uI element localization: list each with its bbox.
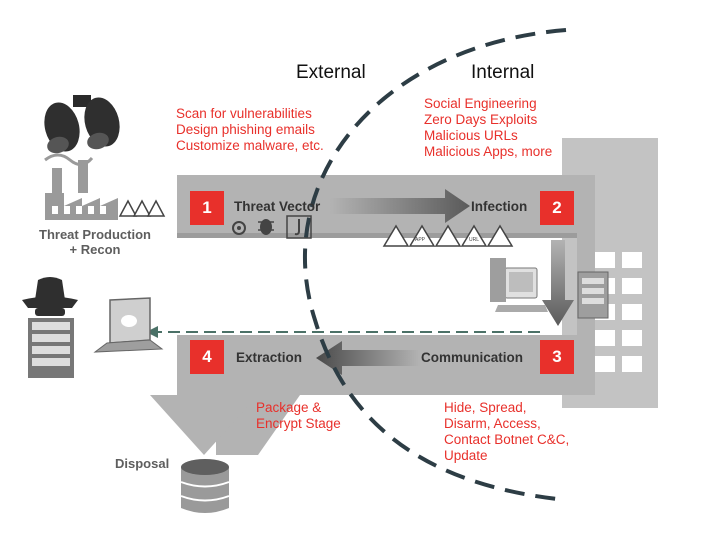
internal-note: Malicious URLs <box>424 128 518 143</box>
zone-internal-label: Internal <box>471 62 535 83</box>
external-note: Customize malware, etc. <box>176 138 324 153</box>
communication-note: Disarm, Access, <box>444 416 541 431</box>
arrow-infection-to-communication <box>542 240 574 326</box>
database-icon <box>180 459 230 513</box>
exfiltration-dashed-arrow <box>146 326 540 338</box>
communication-note: Update <box>444 448 488 463</box>
threat-production-line: + Recon <box>69 242 121 257</box>
package-notes: Package & Encrypt Stage <box>256 400 341 432</box>
hacker-server-icon <box>22 277 78 378</box>
exploit-warning-icons <box>382 224 514 247</box>
infected-computer-icon <box>490 258 548 312</box>
internal-note: Zero Days Exploits <box>424 112 538 127</box>
stage-4-label: Extraction <box>236 350 303 365</box>
stage-1-label: Threat Vector <box>234 199 321 214</box>
binoculars-icon <box>44 95 120 154</box>
external-notes: Scan for vulnerabilities Design phishing… <box>176 106 324 154</box>
internal-notes: Social Engineering Zero Days Exploits Ma… <box>424 96 552 160</box>
laptop-icon <box>93 297 164 353</box>
package-note: Package & <box>256 400 322 415</box>
biohazard-icon <box>232 221 246 235</box>
external-note: Design phishing emails <box>176 122 315 137</box>
internal-note: Social Engineering <box>424 96 537 111</box>
package-note: Encrypt Stage <box>256 416 341 431</box>
threat-production-label: Threat Production + Recon <box>30 227 160 257</box>
threat-production-line: Threat Production <box>39 227 151 242</box>
warning-label-app: APP <box>415 237 426 243</box>
stage-4-badge: 4 <box>190 340 224 374</box>
infected-server-icon <box>577 271 609 319</box>
communication-note: Contact Botnet C&C, <box>444 432 570 447</box>
communication-note: Hide, Spread, <box>444 400 527 415</box>
communication-notes: Hide, Spread, Disarm, Access, Contact Bo… <box>444 400 569 464</box>
warning-label-url: URL <box>469 237 480 243</box>
internal-note: Malicious Apps, more <box>424 144 553 159</box>
external-note: Scan for vulnerabilities <box>176 106 312 121</box>
warning-sign-icons <box>118 199 166 217</box>
zone-external-label: External <box>296 62 366 83</box>
bug-icon <box>258 219 274 235</box>
stage-2-label: Infection <box>471 199 528 214</box>
stage-1-badge: 1 <box>190 191 224 225</box>
disposal-label: Disposal <box>115 456 170 471</box>
factory-icon <box>44 153 118 220</box>
stage-3-label: Communication <box>421 350 524 365</box>
arrow-communication-to-extraction <box>316 341 420 375</box>
phishing-hook-icon <box>286 215 312 239</box>
stage-3-badge: 3 <box>540 340 574 374</box>
arrow-threat-to-infection <box>330 189 470 223</box>
stage-2-badge: 2 <box>540 191 574 225</box>
